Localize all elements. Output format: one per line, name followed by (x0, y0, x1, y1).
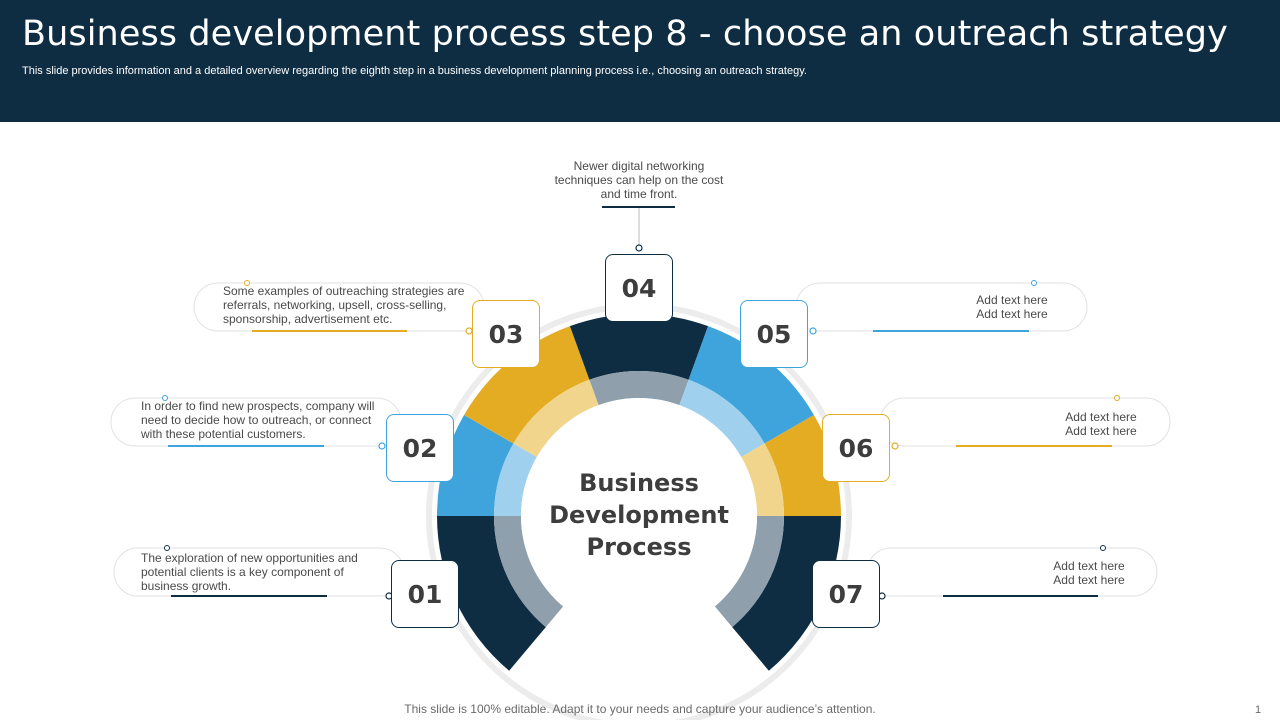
inner-arc-segment-01 (494, 516, 564, 628)
pill-dot-01 (164, 545, 170, 551)
inner-arc-segment-02 (494, 443, 537, 516)
pill-dot-05 (1031, 280, 1037, 286)
text-line: sponsorship, advertisement etc. (223, 312, 393, 326)
text-line: potential clients is a key component of (141, 565, 344, 579)
arc-segment-02 (437, 415, 514, 516)
inner-arc-segment-05 (679, 379, 765, 457)
text-line: Add text here (1053, 573, 1125, 587)
step-box-02: 02 (386, 414, 454, 482)
text-line: Add text here (976, 293, 1048, 307)
step-04-text: Newer digital networking techniques can … (540, 159, 738, 201)
step-box-04: 04 (605, 254, 673, 322)
arc-segment-04 (569, 314, 709, 380)
box-dot-02 (378, 442, 386, 450)
text-line: Add text here (1053, 559, 1125, 573)
slide-title: Business development process step 8 - ch… (22, 14, 1228, 54)
slide-subtitle: This slide provides information and a de… (22, 65, 807, 77)
text-line: In order to find new prospects, company … (141, 399, 375, 413)
text-line: Some examples of outreaching strategies … (223, 284, 465, 298)
text-line: with these potential customers. (141, 427, 306, 441)
text-line: Add text here (976, 307, 1048, 321)
center-label-line2: Development (549, 501, 729, 529)
step-box-01: 01 (391, 560, 459, 628)
arc-segment-05 (688, 326, 814, 444)
step-02-text: In order to find new prospects, company … (141, 399, 401, 441)
center-label: Business Development Process (539, 467, 739, 563)
step-01-text: The exploration of new opportunities and… (141, 551, 401, 593)
box-dot-06 (891, 442, 899, 450)
connector-dot-04 (635, 244, 643, 252)
inner-segments (494, 371, 784, 628)
text-line: need to decide how to outreach, or conne… (141, 413, 372, 427)
text-line: Newer digital networking (573, 159, 705, 173)
step-03-text: Some examples of outreaching strategies … (223, 284, 483, 326)
arc-segment-07 (732, 516, 841, 671)
text-line: Add text here (1065, 410, 1137, 424)
step-box-05: 05 (740, 300, 808, 368)
center-circle (521, 398, 757, 634)
pill-dot-02 (162, 395, 168, 401)
inner-arc-segment-06 (741, 443, 784, 516)
step-06-text: Add text here Add text here (1041, 410, 1161, 438)
inner-arc-segment-03 (513, 379, 599, 457)
inner-arc-segment-04 (589, 371, 689, 406)
step-box-06: 06 (822, 414, 890, 482)
arc-segment-03 (464, 326, 590, 444)
pill-dot-06 (1114, 395, 1120, 401)
text-line: Add text here (1065, 424, 1137, 438)
arc-segment-06 (764, 415, 841, 516)
outer-segments (437, 314, 841, 671)
text-line: and time front. (600, 187, 678, 201)
text-line: techniques can help on the cost (554, 173, 724, 187)
inner-arc-segment-07 (714, 516, 784, 628)
text-line: The exploration of new opportunities and (141, 551, 358, 565)
pill-dot-07 (1100, 545, 1106, 551)
box-dot-05 (809, 327, 817, 335)
pill-dot-03 (244, 280, 250, 286)
footer-note: This slide is 100% editable. Adapt it to… (404, 702, 876, 716)
header-bar: Business development process step 8 - ch… (0, 0, 1280, 122)
text-line: referrals, networking, upsell, cross-sel… (223, 298, 447, 312)
arc-segment-01 (437, 516, 546, 671)
text-line: business growth. (141, 579, 232, 593)
step-box-03: 03 (472, 300, 540, 368)
step-box-07: 07 (812, 560, 880, 628)
step-05-text: Add text here Add text here (952, 293, 1072, 321)
page-number: 1 (1255, 704, 1262, 716)
step-07-text: Add text here Add text here (1029, 559, 1149, 587)
center-label-line3: Process (586, 533, 692, 561)
center-label-line1: Business (579, 469, 699, 497)
